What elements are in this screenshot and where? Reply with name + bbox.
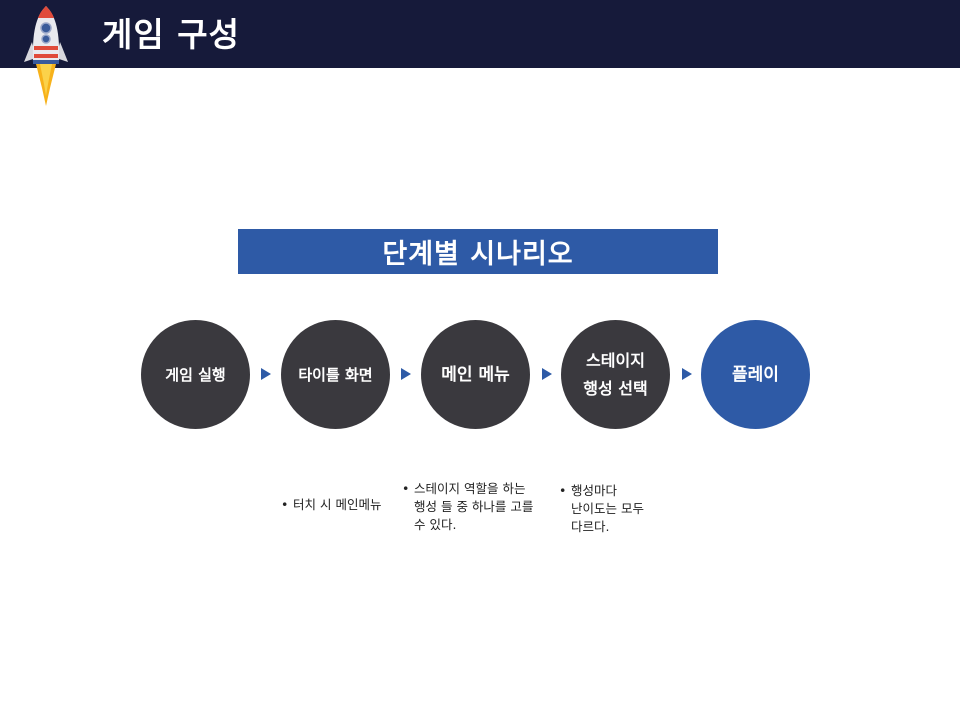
step-play: 플레이: [701, 320, 810, 429]
rocket-icon: [24, 6, 68, 106]
step-game-launch: 게임 실행: [141, 320, 250, 429]
note-text: 터치 시 메인메뉴: [293, 497, 382, 512]
bullet-icon: •: [559, 483, 567, 498]
step-main-menu: 메인 메뉴: [421, 320, 530, 429]
note-text: 스테이지 역할을 하는 행성 들 중 하나를 고를 수 있다.: [414, 481, 534, 532]
arrow-right-icon: [682, 368, 692, 380]
scenario-banner: 단계별 시나리오: [238, 229, 718, 274]
step-title-screen: 타이틀 화면: [281, 320, 390, 429]
note-stage-select: • 행성마다 난이도는 모두 다르다.: [559, 482, 663, 536]
note-title-screen: • 터치 시 메인메뉴: [281, 496, 401, 514]
arrow-right-icon: [261, 368, 271, 380]
arrow-right-icon: [542, 368, 552, 380]
step-stage-select: 스테이지 행성 선택: [561, 320, 670, 429]
arrow-right-icon: [401, 368, 411, 380]
note-main-menu: • 스테이지 역할을 하는 행성 들 중 하나를 고를 수 있다.: [402, 480, 554, 534]
page-title: 게임 구성: [102, 15, 240, 54]
bullet-icon: •: [281, 497, 289, 512]
header-bar: [0, 0, 960, 68]
note-text: 행성마다 난이도는 모두 다르다.: [571, 483, 644, 534]
bullet-icon: •: [402, 481, 410, 496]
